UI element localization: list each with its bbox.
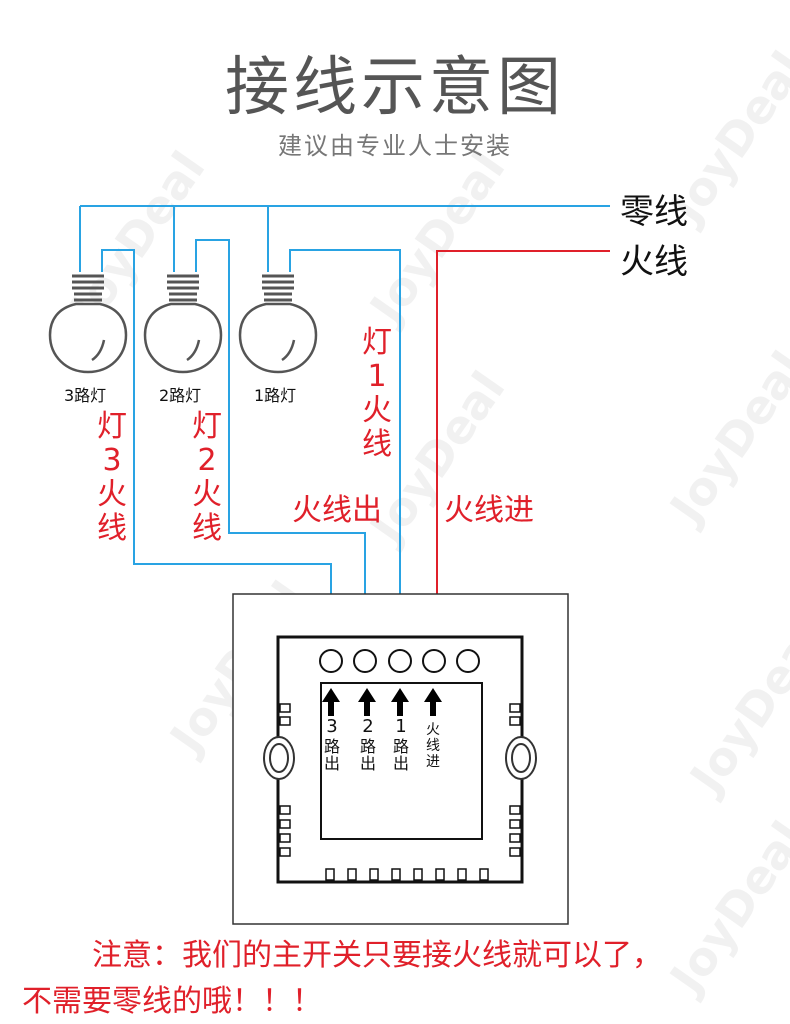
bulb-3-label: 3路灯: [64, 386, 107, 405]
terminal-live-in-text: 火线进: [426, 722, 440, 770]
terminal-2-out: [353, 649, 377, 673]
legend-live-label: 火线: [620, 242, 688, 282]
bulb-2-label: 2路灯: [159, 386, 202, 405]
terminal-3-text: 路出: [323, 737, 340, 773]
side-vents: [279, 703, 521, 857]
bulb-icon: [143, 274, 223, 374]
screw-hole-right-icon: [505, 736, 537, 780]
bulb-1-label: 1路灯: [254, 386, 297, 405]
terminal-live-in: [422, 649, 446, 673]
lamp2-live-wire: [195, 239, 366, 651]
note-line-2: 不需要零线的哦！！！: [22, 984, 322, 1019]
legend-neutral-label: 零线: [620, 192, 688, 232]
terminal-3-out: [319, 649, 343, 673]
live-wires: [436, 250, 610, 651]
live-out-label: 火线出: [292, 493, 382, 528]
neutral-wires: [79, 205, 610, 272]
lamp1-live-wire: [289, 249, 401, 651]
lamp1-live-label: 灯1火线: [362, 325, 392, 462]
live-in-label: 火线进: [444, 493, 534, 528]
arrow-up-icon: [358, 688, 376, 716]
arrow-up-icon: [322, 688, 340, 716]
bulb-icon: [48, 274, 128, 374]
lamp3-live-wire: [101, 249, 332, 651]
live-trunk-wire: [436, 250, 610, 651]
page-subtitle: 建议由专业人士安装: [278, 132, 512, 160]
page-title: 接线示意图: [225, 51, 565, 125]
terminal-1-number: 1: [395, 716, 407, 737]
arrow-up-icon: [391, 688, 409, 716]
terminal-2-text: 路出: [359, 737, 376, 773]
terminal-1-text: 路出: [392, 737, 409, 773]
lamp2-live-label: 灯2火线: [192, 409, 222, 546]
terminal-1-out: [388, 649, 412, 673]
terminal-3-number: 3: [326, 716, 338, 737]
bulb-icon: [238, 274, 318, 374]
note-line-1: 注意：我们的主开关只要接火线就可以了，: [92, 938, 662, 973]
bottom-vents: [325, 868, 489, 881]
lamp3-live-label: 灯3火线: [97, 409, 127, 546]
screw-hole-left-icon: [263, 736, 295, 780]
terminal-spare: [456, 649, 480, 673]
lamp-live-wires: [101, 239, 401, 651]
arrow-up-icon: [424, 688, 442, 716]
terminal-2-number: 2: [362, 716, 374, 737]
